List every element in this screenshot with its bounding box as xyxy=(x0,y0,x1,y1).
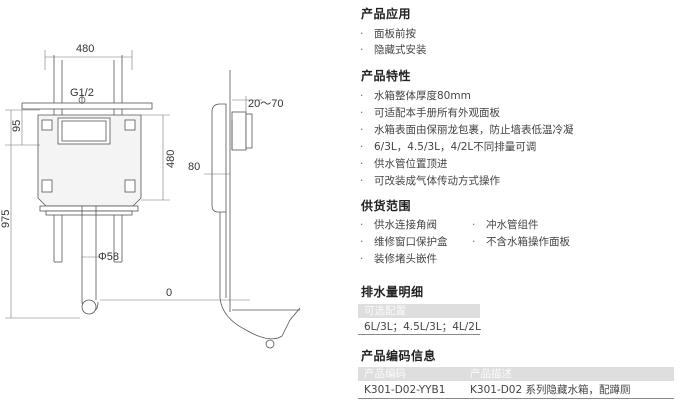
dim-offset-label: 80 xyxy=(188,161,200,173)
supply-item: ·供水连接角阀 xyxy=(360,219,437,231)
desc-cell: K301-D02 系列隐藏水箱，配蹲厕 xyxy=(470,384,631,396)
dim-tank-label: 480 xyxy=(165,150,177,168)
flush-table-rule xyxy=(358,334,480,335)
section-title-features: 产品特性 xyxy=(361,69,412,83)
code-cell: K301-D02-YYB1 xyxy=(364,384,446,396)
feature-item: ·水箱整体厚度80mm xyxy=(360,90,471,102)
code-header-cell: 产品编码 xyxy=(364,368,406,380)
application-item: ·面板前按 xyxy=(360,28,416,40)
desc-header-cell: 产品描述 xyxy=(470,368,512,380)
code-table-rule xyxy=(358,398,674,399)
dim-pipe-label: Φ58 xyxy=(98,251,119,263)
dim-floor-label: 0 xyxy=(166,287,172,299)
feature-item: ·供水管位置顶进 xyxy=(360,158,448,170)
dim-width-label: 480 xyxy=(76,43,94,55)
supply-item: ·装修堵头嵌件 xyxy=(360,253,437,265)
dim-inlet-label: G1/2 xyxy=(70,87,94,99)
supply-item: ·冲水管组件 xyxy=(472,219,539,231)
dim-depth-label: 20～70 xyxy=(248,98,283,110)
section-title-code: 产品编码信息 xyxy=(361,349,437,363)
flush-value: 6L/3L；4.5L/3L；4L/2L xyxy=(364,321,481,333)
section-title-application: 产品应用 xyxy=(361,7,412,21)
section-title-flush: 排水量明细 xyxy=(361,285,424,299)
flush-table-header: 可选配置 xyxy=(358,304,480,318)
application-item: ·隐藏式安装 xyxy=(360,44,427,56)
supply-item: ·维修窗口保护盒 xyxy=(360,236,448,248)
feature-item: ·水箱表面由保丽龙包裹，防止墙表低温冷凝 xyxy=(360,124,574,136)
technical-drawing: 480 G1/2 95 975 480 20～70 80 Φ58 0 xyxy=(0,43,301,349)
flush-header-cell: 可选配置 xyxy=(364,305,406,317)
dim-total-label: 975 xyxy=(0,210,12,228)
spec-panel: 产品应用 ·面板前按 ·隐藏式安装 产品特性 ·水箱整体厚度80mm ·可适配本… xyxy=(358,0,680,404)
feature-item: ·可适配本手册所有外观面板 xyxy=(360,107,500,119)
feature-item: ·可改装成气体传动方式操作 xyxy=(360,175,500,187)
feature-item: ·6/3L，4.5/3L，4/2L不同排量可调 xyxy=(360,141,537,153)
supply-item: ·不含水箱操作面板 xyxy=(472,236,570,248)
dim-upper-label: 95 xyxy=(11,120,23,132)
section-title-supply: 供货范围 xyxy=(361,199,412,213)
code-table-header: 产品编码 产品描述 xyxy=(358,367,674,381)
